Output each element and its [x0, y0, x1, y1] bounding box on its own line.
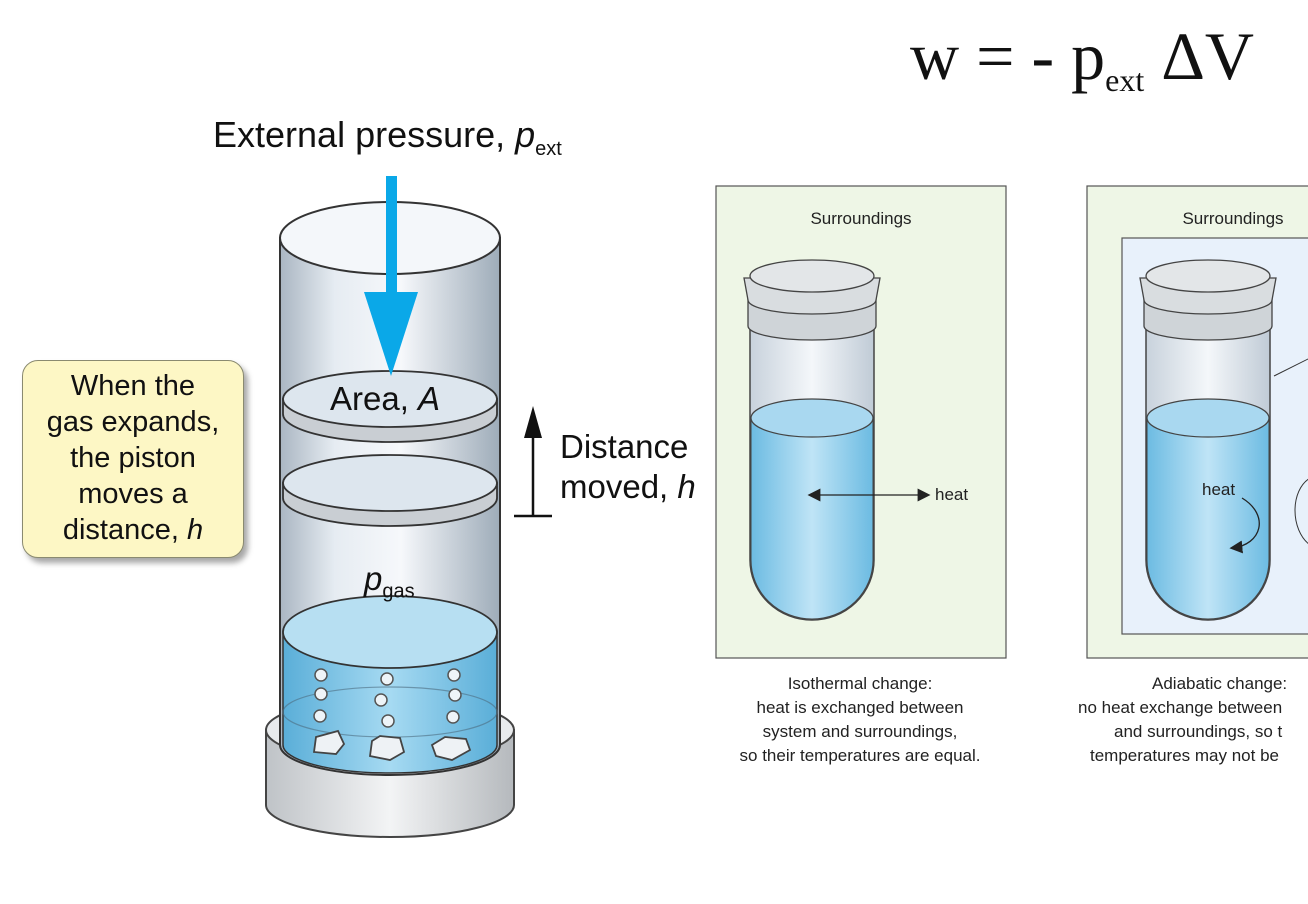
distance-line-1: Distance [560, 428, 689, 465]
callout-line: When the [70, 370, 196, 402]
panel-1-heat-label: heat [935, 485, 969, 504]
pointer-line [1273, 358, 1308, 377]
adiabatic-panel [1086, 185, 1308, 659]
pressure-arrow [364, 176, 418, 376]
isothermal-panel [715, 185, 1007, 659]
piston-callout: When the gas expands, the piston moves a… [22, 360, 244, 558]
piston-lower [282, 454, 498, 527]
callout-line: the piston [70, 442, 196, 474]
callout-line: moves a [78, 478, 188, 510]
piston-upper [282, 370, 498, 443]
callout-line: distance, h [62, 514, 204, 546]
external-pressure-text: External pressure, [213, 114, 516, 155]
test-tube-1 [743, 259, 881, 621]
gas-pressure-label: pgas [364, 560, 415, 603]
external-pressure-symbol: pext [515, 114, 562, 161]
panel-2-title: Surroundings [1182, 209, 1284, 228]
distance-arrow [514, 406, 552, 518]
formula-delta-v: ΔV [1161, 18, 1255, 94]
callout-line: gas expands, [46, 406, 220, 438]
distance-line-2: moved, h [560, 468, 696, 505]
distance-label: Distance moved, h [560, 427, 696, 507]
panel-2-heat-label: heat [1202, 480, 1236, 499]
formula-equals: = - [976, 18, 1055, 94]
area-symbol: A [418, 380, 441, 417]
gas-bubbles [313, 668, 462, 728]
external-pressure-label: External pressure, pext [213, 114, 562, 161]
panel-2-caption: Adiabatic change: no heat exchange betwe… [1078, 674, 1288, 765]
panel-1-caption: Isothermal change: heat is exchanged bet… [739, 674, 981, 765]
partial-arrow [1294, 478, 1308, 544]
panel-1-title: Surroundings [810, 209, 912, 228]
formula-w: w [910, 18, 960, 94]
work-formula: w = - pext ΔV [910, 22, 1254, 96]
formula-p: p [1071, 18, 1106, 94]
area-label: Area, A [330, 380, 441, 417]
test-tube-2 [1139, 259, 1277, 621]
formula-sub: ext [1105, 62, 1145, 98]
heat-loop-arrow [1229, 497, 1260, 554]
solid-pieces [312, 729, 472, 761]
